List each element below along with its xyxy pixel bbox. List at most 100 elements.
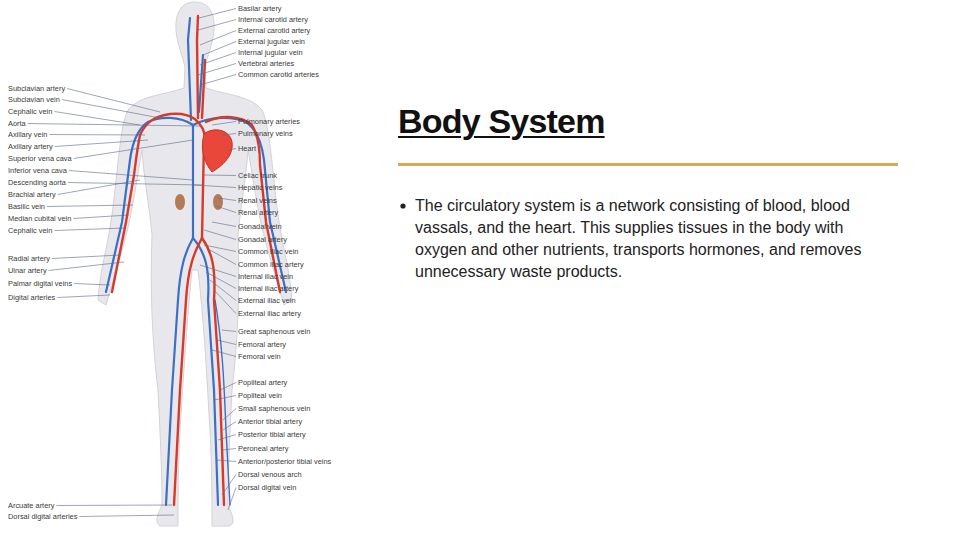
vessel-label: Internal iliac vein [238, 272, 293, 281]
title-rule [398, 163, 898, 166]
bullet-dot [400, 203, 405, 208]
vessel-label: Common iliac artery [238, 260, 304, 269]
leader-line [57, 295, 110, 298]
vessel-label: Hepatic veins [238, 183, 282, 192]
vessel-label: Ulnar artery [8, 266, 47, 275]
vessel-label: Palmar digital veins [8, 279, 72, 288]
leader-line [220, 383, 236, 391]
leader-line [216, 206, 236, 213]
leader-line [228, 149, 236, 151]
leader-line [222, 475, 236, 496]
leader-line [74, 284, 110, 286]
vessel-label: Gonadal artery [238, 235, 287, 244]
slide-title: Body System [398, 102, 605, 141]
leader-line [74, 140, 193, 159]
vessel-label: Dorsal digital arteries [8, 512, 77, 521]
leader-line [200, 265, 236, 277]
leader-line [54, 112, 140, 126]
leader-line [217, 460, 236, 462]
leader-line [73, 215, 129, 219]
carotid-artery [197, 16, 198, 118]
vessel-label: External iliac vein [238, 296, 296, 305]
vessel-label: External jugular vein [238, 37, 305, 46]
vessel-label: Femoral vein [238, 352, 281, 361]
vessel-label: Renal veins [238, 196, 277, 205]
vessel-label: Brachial artery [8, 190, 56, 199]
leader-line [212, 122, 236, 126]
vessel-label: Popliteal vein [238, 391, 282, 400]
vessel-label: Internal jugular vein [238, 48, 303, 57]
vessel-label: Anterior/posterior tibial veins [238, 457, 331, 466]
vessel-label: Common iliac vein [238, 247, 298, 256]
vessel-label: Renal artery [238, 208, 278, 217]
vessel-label: Basilar artery [238, 4, 282, 13]
vessel-label: Common carotid arteries [238, 70, 319, 79]
leader-line [58, 180, 140, 195]
leader-line [56, 505, 172, 507]
leader-line [55, 140, 148, 147]
vessel-label: Cephalic vein [8, 107, 52, 116]
leader-line [49, 262, 124, 271]
vessel-label: Dorsal venous arch [238, 470, 302, 479]
vessel-label: Aorta [8, 119, 26, 128]
leader-line [79, 515, 174, 517]
vessel-label: Subclavian vein [8, 95, 60, 104]
vessel-label: Popliteal artery [238, 378, 287, 387]
vessel-label: Pulmonary arteries [238, 117, 300, 126]
vessel-label: Superior vena cava [8, 154, 72, 163]
vessel-label: Basilic vein [8, 202, 45, 211]
leg-artery [202, 238, 224, 505]
arm-vein [106, 118, 193, 292]
vessel-label: Posterior tibial artery [238, 430, 306, 439]
heart [202, 130, 232, 172]
leader-line [212, 222, 236, 227]
vessel-label: Median cubital vein [8, 214, 71, 223]
leader-line [222, 330, 236, 332]
leader-line [54, 228, 126, 231]
leg-artery [174, 238, 202, 505]
vessel-label: Peroneal artery [238, 444, 289, 453]
vessel-label: Subclavian artery [8, 84, 65, 93]
leader-line [214, 396, 236, 401]
leader-line [204, 245, 236, 252]
vessel-label: Internal iliac artery [238, 284, 298, 293]
leader-line [214, 290, 236, 314]
leader-line [52, 255, 121, 259]
leader-line [217, 340, 236, 345]
leader-line [222, 449, 236, 451]
leader-line [204, 175, 236, 177]
vessel-label: Arcuate artery [8, 501, 54, 510]
leader-line [228, 488, 236, 511]
leader-line [198, 20, 236, 31]
vessel-label: Gonadal vein [238, 222, 282, 231]
leader-line [212, 350, 236, 357]
leader-line [194, 185, 236, 188]
bullet-text: The circulatory system is a network cons… [415, 195, 877, 283]
kidney [175, 194, 185, 210]
vessel-label: Heart [238, 144, 256, 153]
leader-line [69, 171, 193, 181]
vessel-label: Axillary vein [8, 130, 47, 139]
vena-cava [192, 125, 194, 238]
vessel-label: Inferior vena cava [8, 166, 67, 175]
vessel-label: Digital arteries [8, 293, 55, 302]
vessel-label: Pulmonary veins [238, 129, 293, 138]
leader-line [68, 183, 203, 186]
vessel-label: Cephalic vein [8, 226, 52, 235]
vessel-label: Femoral artery [238, 340, 286, 349]
leader-line [200, 31, 236, 46]
leader-line [203, 42, 236, 56]
leader-line [200, 53, 236, 66]
neck-vein [188, 18, 191, 120]
vessel-label: Vertebral arteries [238, 59, 294, 68]
vessel-label: Internal carotid artery [238, 15, 308, 24]
arm-artery [112, 135, 140, 292]
aortic-arch [140, 114, 206, 142]
vessel-label: Axillary artery [8, 142, 53, 151]
leader-line [223, 409, 236, 421]
leader-line [218, 198, 236, 201]
leader-line [49, 134, 145, 136]
vessel-label: External carotid artery [238, 26, 310, 35]
vessel-label: Descending aorta [8, 178, 66, 187]
